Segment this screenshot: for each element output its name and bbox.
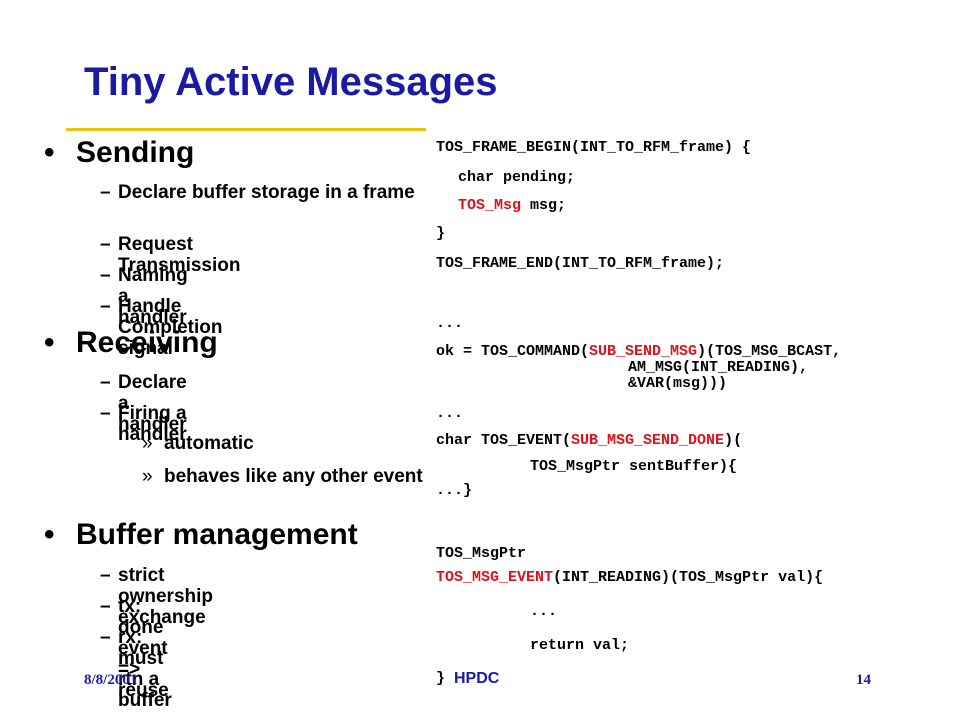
code-line: TOS_FRAME_END(INT_TO_RFM_frame); [436,255,725,272]
sub-bullet-label: rx: must rtn a buffer [118,627,172,711]
sub-bullet: –Firing a handler [100,403,187,445]
code-text: )(TOS_MSG_BCAST, [697,343,842,360]
code-highlight: SUB_MSG_SEND_DONE [571,432,725,449]
sub-bullet-label: Firing a handler [118,403,187,445]
footer-date: 8/8/2001 [84,672,138,688]
footer-conference: HPDC [454,670,500,687]
sub-bullet: –Request Transmission [100,234,241,276]
code-line: TOS_MsgPtr sentBuffer){ [530,458,738,475]
code-line: char pending; [458,169,576,186]
sub-sub-bullet: »behaves like any other event [142,466,423,487]
code-highlight: SUB_SEND_MSG [589,343,698,360]
bullet-label: Sending [76,136,195,169]
code-line: &VAR(msg))) [628,375,728,392]
sub-bullet-label: Request Transmission [118,234,241,276]
code-line: TOS_FRAME_BEGIN(INT_TO_RFM_frame) { [436,139,752,156]
bullet-buffer-management: •Buffer management [44,518,358,551]
page-number: 14 [856,672,871,688]
code-line: AM_MSG(INT_READING), [628,359,809,376]
bullet-label: Buffer management [76,518,358,551]
sub-bullet: –Handle Completion signal [100,296,223,359]
code-highlight: TOS_MSG_EVENT [436,569,554,586]
code-line: ... [436,405,464,422]
sub-bullet-label: Naming a handler [118,265,188,328]
code-line: ... [530,603,558,620]
code-panel: TOS_FRAME_BEGIN(INT_TO_RFM_frame) { char… [426,128,960,728]
sub-sub-bullet-label: automatic [164,433,254,454]
code-line: } [436,225,446,242]
sub-bullet-label: Declare buffer storage in a frame [118,182,415,203]
bullet-label: Receiving [76,326,218,359]
code-line: char TOS_EVENT(SUB_MSG_SEND_DONE)( [436,433,742,449]
bullet-receiving: •Receiving [44,326,218,359]
code-text: char TOS_EVENT( [436,432,572,449]
sub-bullet: –Declare buffer storage in a frame [100,182,415,203]
sub-bullet: –tx: done event => reuse [100,596,169,701]
code-highlight: TOS_Msg [458,197,522,214]
sub-bullet-label: Declare a handler [118,372,187,435]
code-text: msg; [521,197,567,214]
code-line: return val; [530,637,630,654]
sub-bullet: –strict ownership exchange [100,565,214,628]
sub-bullet: –Naming a handler [100,265,188,328]
code-line: ...} [436,482,473,499]
code-line: TOS_Msg msg; [458,198,566,214]
sub-bullet: –rx: must rtn a buffer [100,627,172,711]
bullet-sending: •Sending [44,136,195,169]
code-line: ... [436,315,464,332]
slide-title: Tiny Active Messages [84,60,498,104]
sub-bullet: –Declare a handler [100,372,187,435]
code-line: TOS_MSG_EVENT(INT_READING)(TOS_MsgPtr va… [436,570,823,586]
sub-sub-bullet-label: behaves like any other event [164,466,423,487]
code-line: } [436,670,446,687]
sub-sub-bullet: »automatic [142,433,254,454]
sub-bullet-label: strict ownership exchange [118,565,214,628]
sub-bullet-label: tx: done event => reuse [118,596,169,701]
code-text: (INT_READING)(TOS_MsgPtr val){ [553,569,824,586]
code-text: ok = TOS_COMMAND( [436,343,590,360]
code-text: )( [724,432,743,449]
code-line: TOS_MsgPtr [436,545,527,562]
code-line: ok = TOS_COMMAND(SUB_SEND_MSG)(TOS_MSG_B… [436,344,841,360]
sub-bullet-label: Handle Completion signal [118,296,223,359]
